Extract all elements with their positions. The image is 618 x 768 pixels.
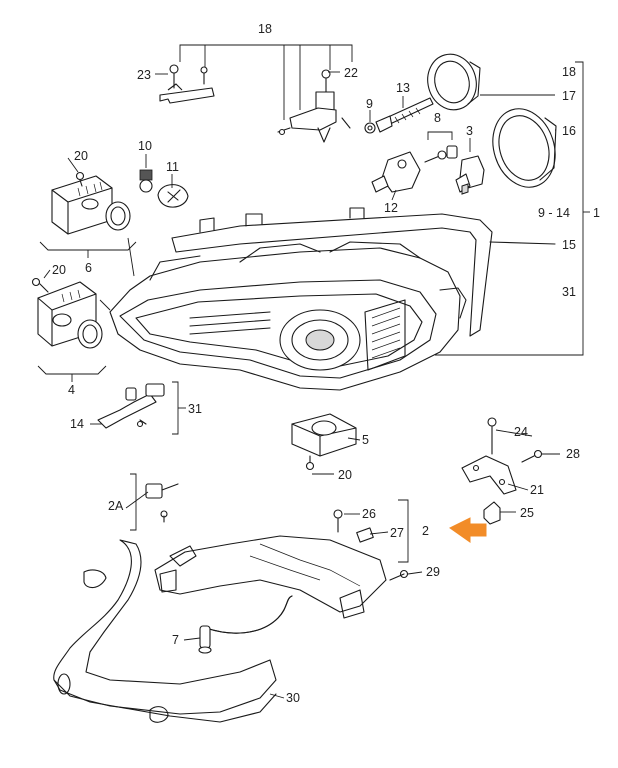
callout-3: 3 xyxy=(466,124,473,138)
adjuster-screw-13 xyxy=(375,97,434,133)
callout-23: 23 xyxy=(137,68,151,82)
callout-28: 28 xyxy=(566,447,580,461)
bracket-21 xyxy=(461,417,543,525)
callout-27: 27 xyxy=(390,526,404,540)
control-unit-5 xyxy=(291,413,357,475)
callout-21: 21 xyxy=(530,483,544,497)
callout-11: 11 xyxy=(166,160,179,174)
callout-9-14: 9 - 14 xyxy=(538,206,570,220)
callout-7: 7 xyxy=(172,633,179,647)
grommet-9 xyxy=(364,122,376,134)
callout-9: 9 xyxy=(366,97,373,111)
connector-2a xyxy=(130,473,179,531)
ballast-6 xyxy=(39,171,137,277)
connector-14 xyxy=(97,381,186,435)
adjuster-bracket-22 xyxy=(277,69,351,143)
callout-31-left: 31 xyxy=(188,402,202,416)
callout-29: 29 xyxy=(426,565,440,579)
ballast-4 xyxy=(31,277,111,382)
hose-7 xyxy=(198,595,293,654)
screw-26 xyxy=(333,499,409,563)
callout-6: 6 xyxy=(85,261,92,275)
callout-2: 2 xyxy=(422,524,429,538)
callout-20-c: 20 xyxy=(338,468,352,482)
callout-5: 5 xyxy=(362,433,369,447)
mounting-bracket-23 xyxy=(159,64,215,104)
callout-18-right: 18 xyxy=(562,65,576,79)
right-bracket-1 xyxy=(435,61,590,356)
screw-8 xyxy=(424,131,458,163)
callout-25: 25 xyxy=(520,506,534,520)
bulb-socket-3 xyxy=(455,155,485,195)
callout-leaders xyxy=(43,71,560,699)
control-motor-12 xyxy=(371,151,421,193)
callout-16: 16 xyxy=(562,124,576,138)
callout-24: 24 xyxy=(514,425,528,439)
callout-26: 26 xyxy=(362,507,376,521)
bracket-18-top xyxy=(179,44,353,120)
callout-22: 22 xyxy=(344,66,358,80)
callout-20-b: 20 xyxy=(52,263,66,277)
retaining-ring-17 xyxy=(427,53,481,111)
callout-labels: 18 23 22 13 9 8 3 10 11 12 20 6 20 4 14 … xyxy=(52,22,600,705)
headlight-housing-1 xyxy=(109,241,467,391)
pointer-arrow xyxy=(449,517,487,543)
callout-20-a: 20 xyxy=(74,149,88,163)
screw-29 xyxy=(389,569,409,581)
callout-2a: 2A xyxy=(108,499,124,513)
callout-1: 1 xyxy=(593,206,600,220)
bulb-10 xyxy=(139,169,153,193)
cap-11 xyxy=(157,184,189,208)
callout-14: 14 xyxy=(70,417,84,431)
callout-8: 8 xyxy=(434,111,441,125)
cover-cap-16 xyxy=(492,108,557,188)
callout-12: 12 xyxy=(384,201,398,215)
callout-18-top: 18 xyxy=(258,22,272,36)
mounting-carrier-30 xyxy=(53,535,387,723)
callout-13: 13 xyxy=(396,81,410,95)
seal-strip-15 xyxy=(171,207,556,337)
callout-31-right: 31 xyxy=(562,285,576,299)
callout-30: 30 xyxy=(286,691,300,705)
callout-10: 10 xyxy=(138,139,152,153)
callout-17: 17 xyxy=(562,89,576,103)
callout-4: 4 xyxy=(68,383,75,397)
callout-15: 15 xyxy=(562,238,576,252)
